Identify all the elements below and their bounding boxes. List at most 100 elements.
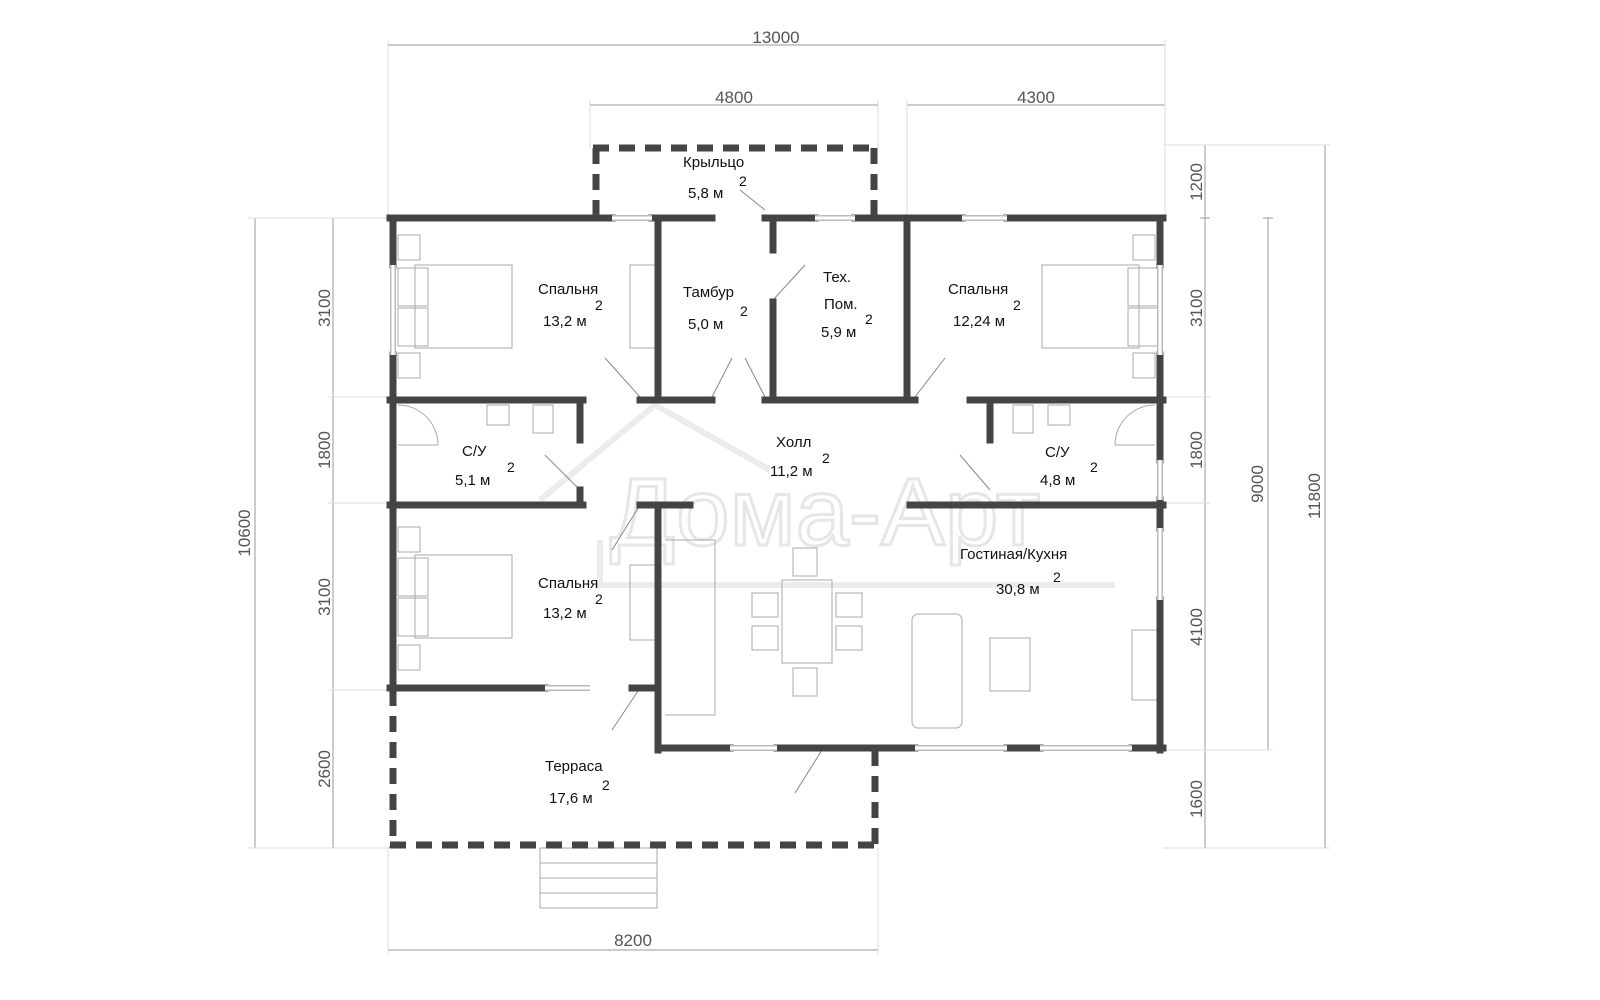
room-area: 12,24 м (953, 313, 1005, 330)
dim-right-1: 1200 (1187, 163, 1206, 201)
chair (792, 547, 818, 577)
room-bedroom-1: Спальня 13,2 м 2 (538, 281, 603, 330)
room-living-kitchen: Гостиная/Кухня 30,8 м 2 (960, 546, 1067, 598)
room-area-sup: 2 (507, 459, 515, 475)
pillow (1127, 307, 1159, 347)
chair (751, 592, 779, 618)
room-bedroom-2: Спальня 12,24 м 2 (948, 281, 1021, 330)
step (539, 892, 658, 909)
room-name: Спальня (538, 575, 598, 592)
door-swing (739, 189, 766, 211)
door-swing (959, 454, 991, 491)
room-bedroom-3: Спальня 13,2 м 2 (538, 575, 603, 622)
dim-left-1: 3100 (315, 289, 334, 327)
sofa (911, 613, 963, 729)
room-area-sup: 2 (595, 297, 603, 313)
dim-right-2: 3100 (1187, 289, 1206, 327)
tv-stand (1131, 629, 1161, 701)
wardrobe (629, 264, 656, 349)
room-area: 5,8 м (688, 185, 723, 202)
room-area: 30,8 м (996, 581, 1040, 598)
dim-left-3: 3100 (315, 578, 334, 616)
room-area: 11,2 м (770, 463, 813, 480)
room-area-sup: 2 (740, 303, 748, 319)
door-swing (611, 504, 641, 551)
door-swing (604, 357, 641, 398)
dim-left-total: 10600 (235, 509, 254, 556)
room-name: Гостиная/Кухня (960, 546, 1067, 563)
room-name-2: Пом. (824, 296, 858, 313)
room-area: 5,0 м (688, 316, 723, 333)
room-area-sup: 2 (822, 450, 830, 466)
sink (486, 404, 510, 426)
chair (835, 592, 863, 618)
room-bathroom-1: С/У 5,1 м 2 (455, 443, 515, 489)
room-hall: Холл 11,2 м 2 (770, 434, 830, 480)
room-name: Тех. (823, 269, 851, 286)
room-area: 13,2 м (543, 313, 587, 330)
nightstand (1132, 234, 1156, 261)
room-name: Спальня (948, 281, 1008, 298)
room-name: Терраса (545, 758, 603, 775)
dining-table (781, 579, 833, 664)
door-swing (794, 749, 823, 794)
dim-top-total: 13000 (752, 28, 799, 47)
dim-right-5: 1600 (1187, 780, 1206, 818)
dimension-labels: 13000 4800 4300 8200 10600 3100 1800 310… (235, 28, 1324, 950)
coffee-table (989, 637, 1031, 692)
door-swing (544, 454, 581, 491)
nightstand (397, 234, 421, 261)
nightstand (1132, 352, 1156, 379)
room-area: 4,8 м (1040, 472, 1075, 489)
step (539, 862, 658, 879)
shower (1114, 404, 1156, 446)
bed (414, 264, 513, 349)
room-area-sup: 2 (1013, 297, 1021, 313)
pillow (1127, 267, 1159, 307)
room-porch: Крыльцо 5,8 м 2 (683, 154, 747, 202)
step (539, 877, 658, 894)
bed (414, 554, 513, 639)
shower (397, 404, 439, 446)
door-swing (711, 357, 733, 398)
dim-right-total: 11800 (1305, 473, 1324, 519)
pillow (397, 557, 429, 597)
room-name: Спальня (538, 281, 598, 298)
dim-right-4: 4100 (1187, 608, 1206, 646)
room-area-sup: 2 (1090, 459, 1098, 475)
room-area-sup: 2 (595, 591, 603, 607)
nightstand (397, 526, 421, 553)
pillow (397, 307, 429, 347)
wardrobe (629, 564, 656, 641)
watermark-text: Дома-Арт (610, 459, 1040, 566)
bed (1041, 264, 1140, 349)
room-name: Холл (776, 434, 811, 451)
room-area-sup: 2 (1053, 569, 1061, 585)
chair (835, 625, 863, 651)
room-area: 5,1 м (455, 472, 490, 489)
dim-bottom-terrace: 8200 (614, 931, 652, 950)
step (539, 847, 658, 864)
nightstand (397, 644, 421, 671)
toilet (532, 404, 554, 434)
dim-right-house: 9000 (1248, 465, 1267, 503)
room-vestibule: Тамбур 5,0 м 2 (683, 284, 748, 333)
dim-left-4: 2600 (315, 750, 334, 788)
pillow (397, 597, 429, 637)
walls (386, 144, 1167, 849)
watermark-logo: Дома-Арт (538, 401, 1115, 588)
door-swing (744, 357, 766, 398)
chair (792, 667, 818, 697)
door-swing (611, 687, 641, 731)
room-area: 17,6 м (549, 790, 593, 807)
room-area-sup: 2 (865, 311, 873, 327)
room-name: С/У (1045, 444, 1070, 461)
room-utility: Тех. Пом. 5,9 м 2 (821, 269, 873, 341)
dim-top-right: 4300 (1017, 88, 1055, 107)
room-name: С/У (462, 443, 487, 460)
pillow (397, 267, 429, 307)
room-name: Тамбур (683, 284, 734, 301)
room-area: 13,2 м (543, 605, 587, 622)
